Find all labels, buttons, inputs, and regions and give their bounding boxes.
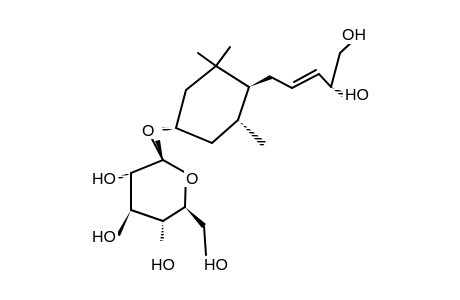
hashed-wedge-methyl: [238, 120, 266, 147]
label-oh-chain-terminal: OH: [342, 27, 366, 44]
bond-methyl-gem-b: [215, 46, 231, 67]
bond-double-outer: [291, 73, 320, 89]
label-oh-sugar-c6: HO: [204, 257, 228, 274]
hashed-wedge-oh-c2: [118, 173, 131, 180]
bond-double-inner: [293, 69, 317, 83]
bond-c1-c2: [237, 86, 250, 121]
side-chain: [270, 39, 355, 97]
hashed-wedge-o-link: [162, 127, 176, 132]
hashed-wedge-oh-c4: [160, 221, 164, 241]
bond-c2-c1: [130, 159, 164, 174]
bond-c3-c4: [175, 127, 213, 144]
bond-c6-oh: [203, 225, 207, 256]
bond-c5-c4: [162, 206, 186, 222]
bond-vinyl-to-choh: [318, 73, 332, 88]
bond-c2-c3: [211, 119, 239, 144]
label-o-ring: O: [186, 171, 198, 188]
bond-cgem-c1: [215, 65, 250, 88]
hashed-wedge-choh: [331, 87, 344, 97]
wedge-oh-c3: [116, 210, 131, 236]
label-o-glycosidic: O: [142, 123, 154, 140]
cyclohexane-ring: [175, 65, 250, 144]
label-oh-sugar-c4: HO: [151, 257, 175, 274]
label-oh-sugar-c2: HO: [92, 171, 116, 188]
bond-choh-ch2: [330, 52, 341, 88]
bond-c4-c5: [175, 89, 187, 129]
bond-methyl-gem-a: [197, 52, 217, 67]
glucose-ring: [130, 159, 187, 222]
bond-o-anomeric: [150, 136, 164, 161]
bond-vinyl-a: [270, 76, 293, 89]
bond-c4-c3: [130, 209, 164, 222]
bond-c5-cgem: [185, 65, 217, 91]
wedge-anomeric: [155, 140, 163, 160]
wedge-c6: [185, 207, 206, 228]
label-oh-chain-secondary: HO: [345, 87, 369, 104]
label-oh-sugar-c3: HO: [92, 229, 116, 246]
wedge-sidechain: [249, 75, 272, 87]
bond-c1-o5: [162, 159, 187, 174]
